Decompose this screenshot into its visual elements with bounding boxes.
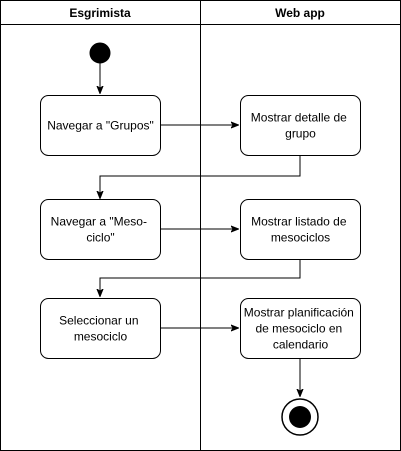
edge-mostrar-detalle-to-navegar-mesociclo	[100, 155, 301, 198]
action-box[interactable]	[40, 199, 161, 260]
action-label-line: mesociclos	[271, 231, 330, 245]
edges	[100, 63, 300, 396]
action-label-line: Mostrar planificación	[244, 306, 354, 320]
action-mostrar-listado-mesociclos[interactable]: Mostrar listado de mesociclos	[240, 199, 361, 260]
edge-mostrar-listado-to-seleccionar	[100, 259, 301, 296]
action-box[interactable]	[240, 95, 361, 156]
action-mostrar-planificacion[interactable]: Mostrar planificación de mesociclo en ca…	[240, 298, 361, 359]
action-box[interactable]	[240, 199, 361, 260]
action-label-line: Navegar a "Grupos"	[47, 119, 154, 133]
action-label-line: mesociclo	[74, 330, 128, 344]
action-label-line: calendario	[273, 338, 329, 352]
action-navegar-mesociclo[interactable]: Navegar a "Meso- ciclo"	[40, 199, 161, 260]
action-label: Mostrar detalle de grupo	[251, 111, 350, 141]
final-node[interactable]	[281, 398, 319, 436]
action-label: Navegar a "Meso- ciclo"	[51, 215, 151, 245]
action-label-line: Mostrar detalle de	[251, 111, 347, 125]
action-label: Mostrar listado de mesociclos	[251, 215, 350, 245]
action-navegar-grupos[interactable]: Navegar a "Grupos"	[40, 95, 161, 156]
action-label-line: ciclo"	[86, 231, 114, 245]
action-label-line: Mostrar listado de	[251, 215, 347, 229]
action-label-line: Seleccionar un	[59, 314, 138, 328]
action-label-line: grupo	[285, 127, 316, 141]
final-node-dot	[289, 406, 311, 428]
action-seleccionar-mesociclo[interactable]: Seleccionar un mesociclo	[40, 298, 161, 359]
action-label: Navegar a "Grupos"	[47, 119, 154, 133]
action-box[interactable]	[40, 95, 161, 156]
action-box[interactable]	[40, 298, 161, 359]
initial-node[interactable]	[89, 42, 111, 64]
lane-header-web-app: Web app	[275, 6, 325, 20]
lane-header-esgrimista: Esgrimista	[69, 6, 131, 20]
action-label-line: de mesociclo en	[255, 322, 342, 336]
action-label-line: Navegar a "Meso-	[51, 215, 147, 229]
action-label: Seleccionar un mesociclo	[59, 314, 142, 344]
action-mostrar-detalle-grupo[interactable]: Mostrar detalle de grupo	[240, 95, 361, 156]
action-box[interactable]	[240, 298, 361, 359]
action-label: Mostrar planificación de mesociclo en ca…	[244, 306, 357, 352]
